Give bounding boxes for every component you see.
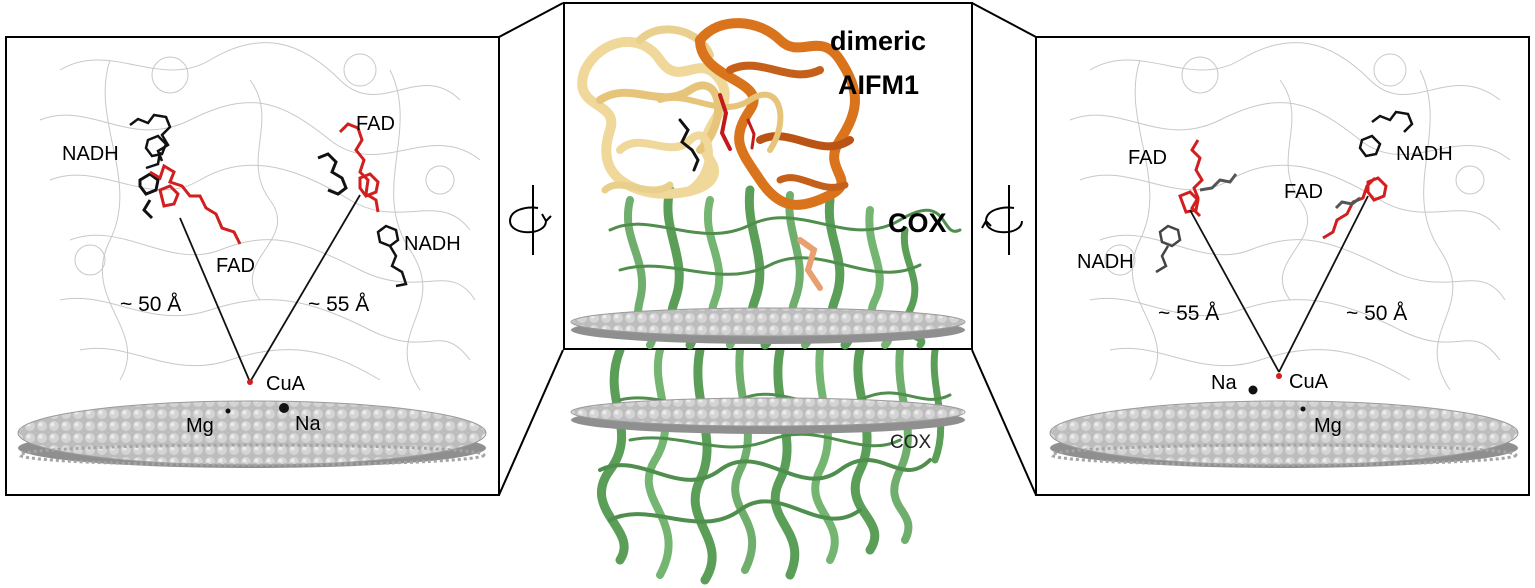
right-cua-label: CuA (1289, 371, 1329, 393)
right-membrane-disk (1049, 400, 1519, 468)
right-mg-label: Mg (1314, 415, 1342, 437)
left-membrane-disk (17, 400, 487, 468)
right-rotation-arrow-icon (981, 185, 1023, 255)
left-fad-top-label: FAD (356, 113, 395, 135)
right-nadh-top-ligand (1358, 110, 1414, 158)
center-structure: dimeric AIFM1 COX COX (563, 2, 973, 585)
center-cox-label: COX (888, 208, 947, 238)
left-rotation-arrow-icon (508, 185, 552, 255)
left-mg-label: Mg (186, 415, 214, 437)
right-fad-lower-label: FAD (1284, 181, 1323, 203)
left-fad-lower-label: FAD (216, 255, 255, 277)
right-nadh-lower-ligand (1155, 224, 1182, 274)
left-fad-right-ligand (317, 122, 380, 213)
right-na-ion (1248, 385, 1258, 395)
center-upper-membrane (570, 307, 966, 344)
right-fad-left-ligand (1178, 139, 1238, 218)
left-nadh-top-ligand (129, 113, 172, 170)
left-fad-left-ligand (138, 163, 242, 245)
aifm1-dimer (577, 18, 860, 210)
left-cua-dot (247, 379, 253, 385)
left-distance-55-label: ~ 55 Å (308, 293, 369, 316)
right-fad-right-ligand (1322, 176, 1388, 240)
left-distance-lines (179, 194, 361, 383)
left-connectors (498, 2, 564, 496)
right-nadh-lower-label: NADH (1077, 251, 1134, 273)
left-mg-ion (225, 408, 231, 414)
right-distance-lines (1189, 195, 1369, 373)
left-panel: NADH FAD FAD NADH ~ 50 Å ~ 55 Å CuA Mg N… (5, 36, 500, 496)
left-distance-50-label: ~ 50 Å (120, 293, 181, 316)
left-nadh-lower-ligand (376, 224, 408, 288)
center-title-line1: dimeric (830, 26, 926, 56)
center-panel-frame (563, 2, 973, 350)
left-protein-trace (39, 42, 481, 391)
center-title-line2: AIFM1 (838, 70, 919, 100)
left-na-ion (279, 403, 289, 413)
right-protein-trace (1069, 42, 1511, 391)
right-na-label: Na (1211, 372, 1237, 394)
right-connectors (971, 2, 1037, 496)
right-mg-ion (1300, 406, 1306, 412)
right-fad-top-label: FAD (1128, 147, 1167, 169)
center-cox-lower-label: COX (890, 432, 932, 453)
right-nadh-top-label: NADH (1396, 143, 1453, 165)
right-distance-55-label: ~ 55 Å (1158, 302, 1219, 325)
right-cua-dot (1276, 373, 1282, 379)
center-lower-membrane (570, 397, 966, 434)
left-cua-label: CuA (266, 373, 306, 395)
left-nadh-top-label: NADH (62, 143, 119, 165)
cox-lower-body (597, 345, 952, 585)
right-distance-50-label: ~ 50 Å (1346, 302, 1407, 325)
left-nadh-lower-label: NADH (404, 233, 461, 255)
left-na-label: Na (295, 413, 321, 435)
right-panel: FAD NADH FAD NADH ~ 55 Å ~ 50 Å CuA Na M… (1035, 36, 1530, 496)
